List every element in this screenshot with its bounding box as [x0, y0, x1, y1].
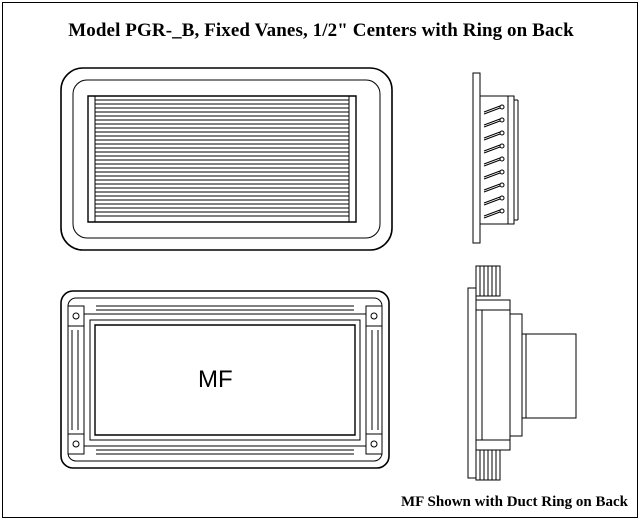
side-vane-profile — [484, 197, 500, 205]
back-outer-frame — [61, 291, 389, 468]
front-vane-area — [95, 96, 349, 222]
back-inner-frame — [68, 298, 382, 461]
side-vane-pivot — [500, 118, 504, 122]
side-vane-pivot — [500, 144, 504, 148]
corner-tab-tl — [68, 306, 84, 326]
side-view-top — [473, 73, 518, 243]
side-flange — [473, 73, 480, 243]
footer-note: MF Shown with Duct Ring on Back — [401, 494, 628, 510]
duct-ring-inner — [95, 325, 355, 435]
side-vane-pivot — [500, 105, 504, 109]
side-vane-pivot — [500, 209, 504, 213]
duct-extension — [522, 334, 576, 418]
side-vane-profile — [484, 171, 500, 179]
front-view — [61, 68, 392, 250]
side-vane-pivot — [500, 196, 504, 200]
duct-ring-middle — [90, 320, 360, 440]
side-vane-profile — [484, 132, 500, 140]
side-vane-pivot — [500, 131, 504, 135]
side-vane-profile — [484, 184, 500, 192]
side-vane-profile — [484, 158, 500, 166]
drawing-title: Model PGR-_B, Fixed Vanes, 1/2" Centers … — [68, 20, 574, 41]
duct-ring-outer — [84, 314, 366, 446]
side-vane-profile — [484, 210, 500, 218]
side-vane-profile — [484, 145, 500, 153]
side-vane-pivot — [500, 170, 504, 174]
side-vane-pivot — [500, 157, 504, 161]
side-body — [480, 96, 514, 224]
side-vane-profile — [484, 106, 500, 114]
drawing-frame — [2, 2, 638, 518]
front-inner-frame — [73, 80, 380, 238]
side-vane-pivot — [500, 183, 504, 187]
front-opening — [88, 96, 356, 222]
corner-tab-tr — [366, 306, 382, 326]
ring-flange — [468, 288, 476, 478]
corner-tab-br — [366, 434, 382, 454]
ring-collar — [510, 314, 522, 436]
front-vanes — [95, 100, 349, 216]
corner-tab-bl — [68, 434, 84, 454]
side-view-duct-ring — [468, 266, 576, 480]
back-view — [61, 291, 389, 468]
side-vane-profile — [484, 119, 500, 127]
ring-body — [476, 300, 510, 450]
back-view-label: MF — [198, 366, 233, 393]
front-outer-frame — [61, 68, 392, 250]
side-vane-profiles — [484, 105, 504, 218]
